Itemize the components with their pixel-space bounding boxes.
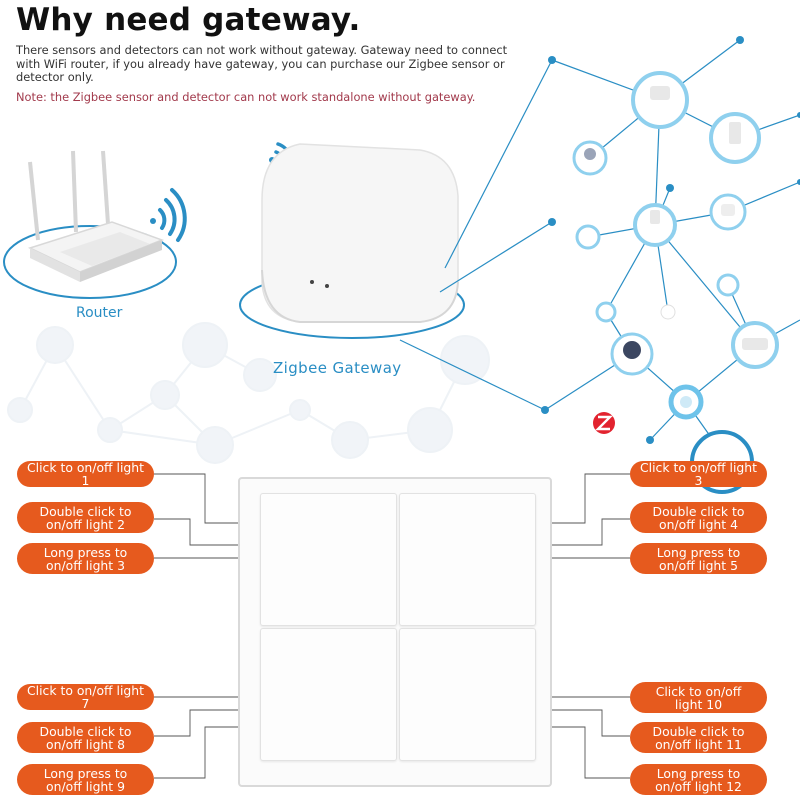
sensor-node-icon: [709, 193, 747, 231]
callout-left-1: Click to on/off light 1: [17, 461, 154, 487]
sensor-node-icon: [731, 321, 779, 369]
callout-line: Click to on/off: [655, 683, 742, 699]
sensor-node-icon: [633, 203, 677, 247]
switch-button-top-left[interactable]: [260, 493, 397, 626]
callout-line: Double click to: [39, 503, 132, 519]
gateway-label: Zigbee Gateway: [273, 359, 402, 377]
description-text: There sensors and detectors can not work…: [16, 43, 508, 84]
page-title: Why need gateway.: [16, 2, 361, 38]
switch-panel: [238, 477, 552, 787]
sensor-node-icon: [572, 140, 608, 176]
sensor-node-icon: [709, 112, 761, 164]
wifi-router-icon: [27, 150, 165, 282]
callout-line: on/off light 3: [46, 557, 125, 573]
zigbee-logo-icon: [593, 412, 615, 434]
callout-line: on/off light 9: [46, 778, 125, 794]
switch-button-top-right[interactable]: [399, 493, 536, 626]
callout-line: on/off light 11: [655, 736, 742, 752]
zigbee-gateway-icon: [261, 143, 459, 323]
callout-line: light 10: [674, 696, 723, 712]
callout-line: on/off light 5: [659, 557, 738, 573]
callout-line: Click to on/off light 3: [640, 460, 757, 488]
network-nodes: [541, 36, 800, 494]
callout-line: on/off light 8: [46, 736, 125, 752]
callout-line: on/off light 12: [655, 778, 742, 794]
callout-line: Long press to: [656, 544, 741, 560]
callout-line: on/off light 4: [659, 516, 738, 532]
callout-line: Click to on/off light 1: [27, 460, 144, 488]
callout-left-4: Click to on/off light 7: [17, 684, 154, 710]
wifi-signal-icon: [150, 188, 187, 242]
callout-line: Long press to: [43, 544, 128, 560]
callout-line: Double click to: [652, 723, 745, 739]
sensor-node-icon: [631, 71, 689, 129]
switch-button-bottom-right[interactable]: [399, 628, 536, 761]
sensor-node-icon: [595, 301, 617, 323]
callout-line: Long press to: [656, 765, 741, 781]
faint-network-graphic: [7, 322, 490, 464]
callout-line: Long press to: [43, 765, 128, 781]
sensor-node-icon: [660, 304, 676, 320]
callout-line: Double click to: [652, 503, 745, 519]
sensor-node-icon: [575, 224, 601, 250]
callout-right-1: Click to on/off light 3: [630, 461, 767, 487]
callout-line: Double click to: [39, 723, 132, 739]
sensor-node-icon: [716, 273, 740, 297]
router-label: Router: [76, 305, 123, 321]
callout-line: on/off light 2: [46, 516, 125, 532]
sensor-node-icon: [668, 384, 704, 420]
sensor-node-icon: [610, 332, 654, 376]
router-ellipse: [3, 225, 177, 299]
switch-button-bottom-left[interactable]: [260, 628, 397, 761]
callout-line: Click to on/off light 7: [27, 683, 144, 711]
note-text: Note: the Zigbee sensor and detector can…: [16, 90, 476, 104]
